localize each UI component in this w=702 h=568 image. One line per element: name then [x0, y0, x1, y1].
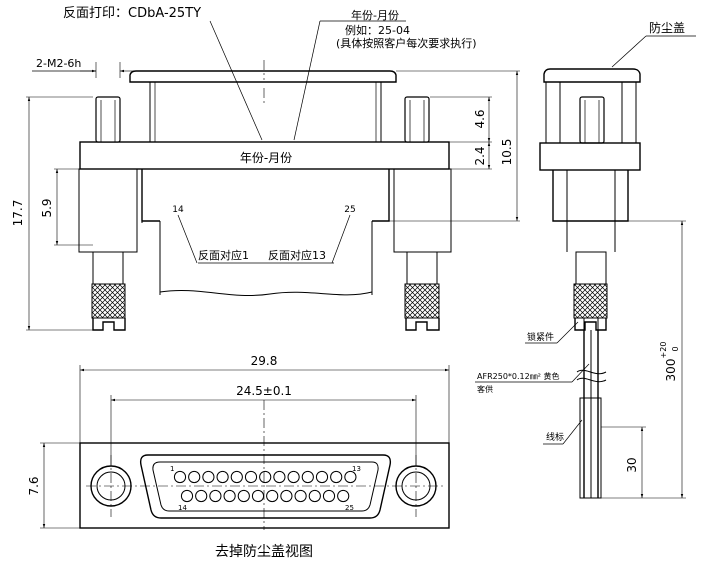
- contact-pin: [308, 489, 321, 503]
- contact-pin: [251, 489, 265, 503]
- side-view: 防尘盖 锁紧件 AFR250*0.12㎜² 黄色 客供 线标 300 +20 0…: [475, 20, 696, 499]
- date-format-requirement: (具体按照客户每次要求执行): [336, 36, 477, 50]
- side-flange: [539, 142, 641, 171]
- contact-pin: [237, 489, 250, 503]
- left-knurl: [91, 283, 126, 319]
- face-pin-1: 1: [170, 465, 174, 473]
- contact-pin: [180, 489, 194, 503]
- dim-wire-length: 300: [664, 359, 678, 382]
- dim-width: 29.8: [251, 354, 278, 368]
- flange: [79, 141, 450, 170]
- back-pin-1-label: 反面对应1: [198, 248, 249, 262]
- view-caption: 去掉防尘盖视图: [215, 544, 313, 560]
- dim-pin-offset: 5.9: [40, 198, 54, 217]
- dim-wire-tol-upper: +20: [659, 342, 668, 359]
- dim-flange-top: 4.6: [473, 109, 487, 128]
- contact-pin: [202, 470, 215, 484]
- contact-pin: [195, 489, 208, 503]
- contact-pin: [337, 489, 350, 503]
- d-shell-inner: [152, 461, 379, 512]
- contact-pin: [230, 470, 243, 484]
- contact-pin: [330, 470, 343, 484]
- face-flange: [79, 442, 450, 529]
- date-on-body: 年份-月份: [240, 151, 292, 165]
- wire-spec-label: AFR250*0.12㎜² 黄色: [477, 371, 559, 381]
- dim-pitch: 24.5±0.1: [236, 384, 292, 398]
- contact-pin: [280, 489, 293, 503]
- dim-flange-thk: 2.4: [473, 146, 487, 165]
- face-pin-14: 14: [178, 504, 187, 512]
- face-pin-13: 13: [352, 465, 361, 473]
- dim-marker-pos: 30: [625, 457, 639, 472]
- left-screw-top: [95, 96, 121, 143]
- contact-pin: [315, 470, 329, 484]
- contact-pin: [216, 470, 229, 484]
- contact-pin: [301, 470, 314, 484]
- contact-pin: [244, 470, 258, 484]
- front-elevation: 年份-月份 14 25 反面对应1 反面对应13 反面打印：: [11, 6, 520, 331]
- contact-pin: [344, 470, 357, 484]
- contact-pin: [294, 489, 307, 503]
- wire-marker-label: 线标: [546, 431, 564, 443]
- contact-pin: [266, 489, 279, 503]
- dust-cap-label: 防尘盖: [649, 20, 685, 35]
- face-pin-25: 25: [345, 504, 354, 512]
- dim-overall-height: 17.7: [11, 200, 25, 227]
- date-format-example: 例如：25-04: [345, 23, 410, 37]
- contact-pin: [259, 470, 272, 484]
- dust-cap-outline: [129, 70, 397, 83]
- lock-part-label: 锁紧件: [527, 331, 554, 343]
- thread-label: 2-M2-6h: [36, 57, 81, 70]
- dim-shell-height: 7.6: [27, 476, 41, 495]
- customer-supplied-label: 客供: [477, 384, 493, 394]
- contact-pin: [209, 489, 222, 503]
- contact-pin: [273, 470, 286, 484]
- contact-pin: [322, 489, 336, 503]
- side-knurl: [573, 283, 608, 319]
- dim-body-height: 10.5: [500, 139, 514, 166]
- print-back-note: 反面打印：CDbA-25TY: [63, 6, 201, 21]
- d-shell-outer: [139, 454, 392, 519]
- date-format-title: 年份-月份: [351, 8, 399, 22]
- contact-pin: [223, 489, 236, 503]
- dim-wire-tol-lower: 0: [671, 346, 680, 351]
- right-knurl: [404, 283, 440, 319]
- contact-pin: [287, 470, 300, 484]
- contact-pin: [188, 470, 201, 484]
- face-view: 1 13 14 25 29.8 24.5±0.1 7.6 去掉防尘盖视图: [27, 354, 450, 560]
- contact-pin: [173, 470, 187, 484]
- contact-pins: [173, 470, 357, 503]
- back-pin-13-label: 反面对应13: [268, 248, 326, 262]
- right-screw-top: [404, 96, 430, 143]
- pin-label-25: 25: [344, 205, 355, 215]
- pin-label-14: 14: [172, 205, 184, 215]
